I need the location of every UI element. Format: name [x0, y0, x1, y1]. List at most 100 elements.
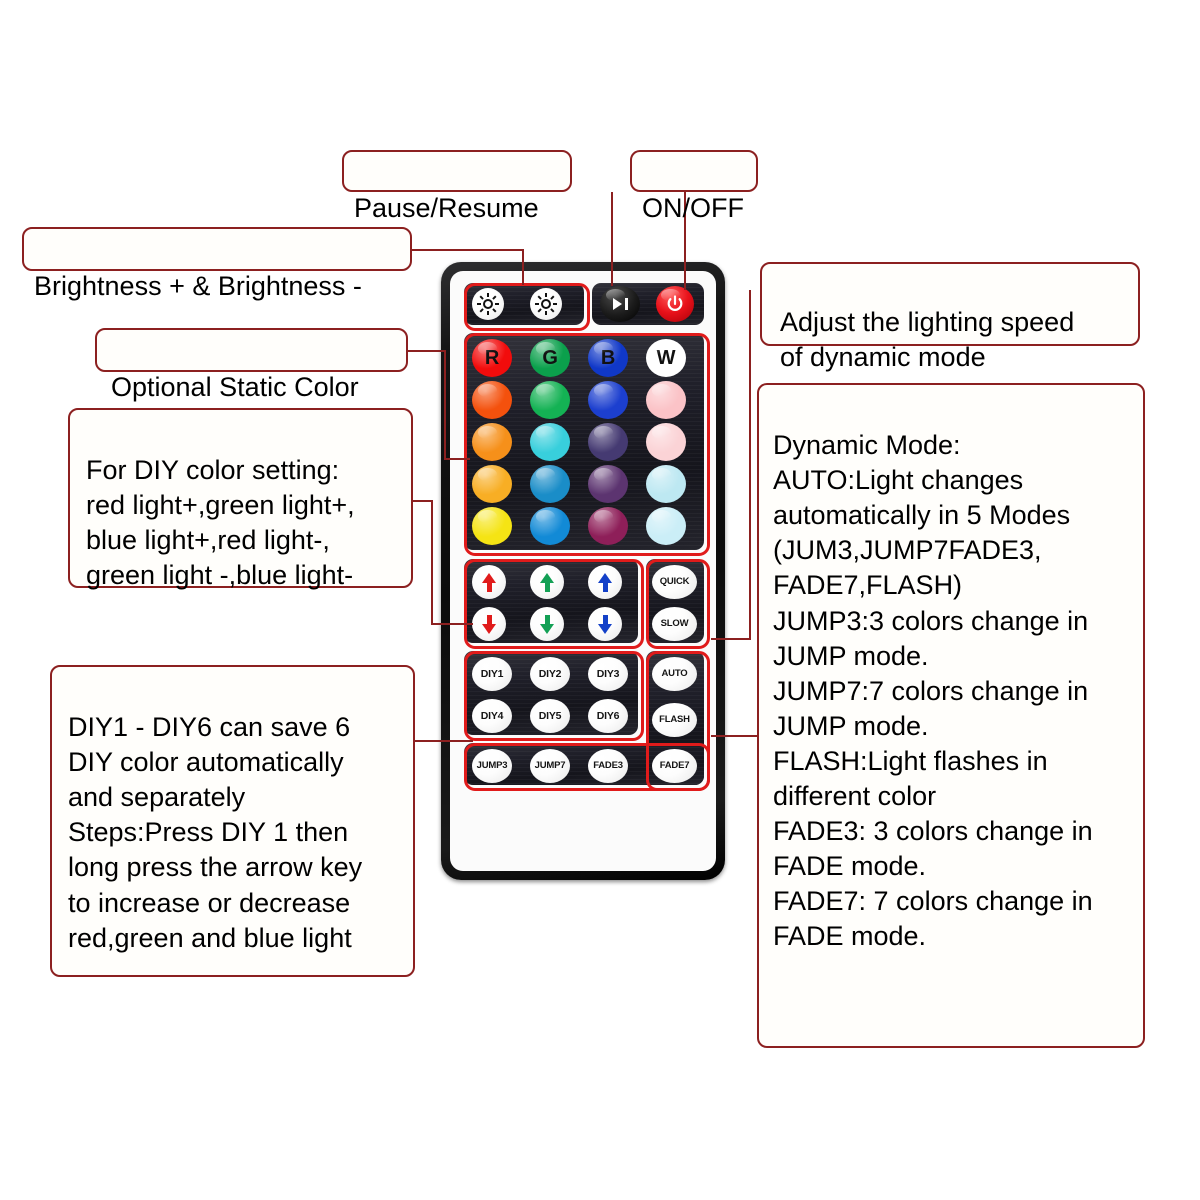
- connector-speed-h: [711, 638, 751, 640]
- color-button-label: R: [484, 347, 500, 369]
- mode-button-flash[interactable]: FLASH: [652, 703, 697, 737]
- play-pause-button[interactable]: [600, 286, 640, 322]
- callout-pause-resume: Pause/Resume: [342, 150, 572, 223]
- connector-brightness-v: [522, 249, 524, 285]
- callout-static-color: Optional Static Color: [95, 328, 408, 402]
- callout-on-off-text: ON/OFF: [642, 193, 744, 224]
- connector-dynamic-mode-h: [711, 735, 759, 737]
- arrow-button-red-down[interactable]: [472, 607, 506, 641]
- arrow-up-icon: [540, 572, 554, 592]
- diy-button-diy6[interactable]: DIY6: [588, 699, 628, 733]
- color-button-r4c4[interactable]: [646, 465, 686, 503]
- callout-diy-setting-text: For DIY color setting: red light+,green …: [86, 455, 355, 591]
- callout-diy-setting: For DIY color setting: red light+,green …: [68, 408, 413, 591]
- color-button-r4c1[interactable]: [472, 465, 512, 503]
- sun-up-icon: [477, 293, 499, 315]
- callout-on-off: ON/OFF: [630, 150, 758, 223]
- mode-button-fade7[interactable]: FADE7: [652, 749, 697, 783]
- callout-diy-save: DIY1 - DIY6 can save 6 DIY color automat…: [50, 665, 415, 977]
- arrow-button-blue-down[interactable]: [588, 607, 622, 641]
- callout-speed-text: Adjust the lighting speed of dynamic mod…: [780, 307, 1075, 373]
- connector-diy-setting-h: [413, 500, 433, 502]
- color-button-r5c1[interactable]: [472, 507, 512, 545]
- arrow-button-green-down[interactable]: [530, 607, 564, 641]
- mode-button-label: FADE7: [659, 760, 690, 772]
- arrow-button-red-up[interactable]: [472, 565, 506, 599]
- connector-diy-save-h: [415, 740, 473, 742]
- color-button-b[interactable]: B: [588, 339, 628, 377]
- color-button-r2c3[interactable]: [588, 381, 628, 419]
- diy-button-label: DIY6: [596, 709, 620, 722]
- color-button-g[interactable]: G: [530, 339, 570, 377]
- play-pause-icon: [612, 298, 628, 310]
- color-button-r5c2[interactable]: [530, 507, 570, 545]
- power-icon: [667, 295, 683, 311]
- color-button-label: G: [542, 347, 558, 369]
- mode-button-auto[interactable]: AUTO: [652, 657, 697, 691]
- color-button-r4c3[interactable]: [588, 465, 628, 503]
- color-button-r4c2[interactable]: [530, 465, 570, 503]
- color-button-label: B: [600, 347, 616, 369]
- brightness-up-button[interactable]: [472, 288, 504, 320]
- arrow-up-icon: [482, 572, 496, 592]
- connector-pause-resume: [611, 192, 613, 286]
- diy-button-label: DIY2: [538, 667, 562, 680]
- color-button-r2c1[interactable]: [472, 381, 512, 419]
- color-button-r2c2[interactable]: [530, 381, 570, 419]
- color-button-r5c3[interactable]: [588, 507, 628, 545]
- diy-button-label: DIY4: [480, 709, 504, 722]
- callout-brightness: Brightness + & Brightness -: [22, 227, 412, 301]
- diy-button-diy2[interactable]: DIY2: [530, 657, 570, 691]
- jump-button-fade3[interactable]: FADE3: [588, 749, 628, 783]
- speed-button-label: QUICK: [659, 576, 690, 588]
- callout-speed: Adjust the lighting speed of dynamic mod…: [760, 262, 1140, 372]
- color-button-r3c2[interactable]: [530, 423, 570, 461]
- jump-button-jump7[interactable]: JUMP7: [530, 749, 570, 783]
- power-button[interactable]: [656, 286, 694, 322]
- connector-brightness-h: [412, 249, 524, 251]
- diy-button-label: DIY1: [480, 667, 504, 680]
- connector-static-color-v: [444, 350, 446, 460]
- diy-button-label: DIY5: [538, 709, 562, 722]
- connector-on-off: [684, 192, 686, 290]
- speed-button-slow[interactable]: SLOW: [652, 607, 697, 641]
- brightness-down-button[interactable]: [530, 288, 562, 320]
- arrow-down-icon: [482, 614, 496, 634]
- arrow-down-icon: [598, 614, 612, 634]
- color-button-r2c4[interactable]: [646, 381, 686, 419]
- color-button-r3c3[interactable]: [588, 423, 628, 461]
- speed-button-label: SLOW: [660, 618, 689, 630]
- color-button-r5c4[interactable]: [646, 507, 686, 545]
- jump-button-label: FADE3: [593, 760, 623, 772]
- color-button-w[interactable]: W: [646, 339, 686, 377]
- sun-down-icon: [535, 293, 557, 315]
- color-button-r[interactable]: R: [472, 339, 512, 377]
- diy-button-diy5[interactable]: DIY5: [530, 699, 570, 733]
- arrow-button-green-up[interactable]: [530, 565, 564, 599]
- connector-diy-setting-v: [431, 500, 433, 625]
- color-button-r3c4[interactable]: [646, 423, 686, 461]
- diy-button-diy4[interactable]: DIY4: [472, 699, 512, 733]
- callout-dynamic-mode: Dynamic Mode: AUTO:Light changes automat…: [757, 383, 1145, 1048]
- diy-button-diy1[interactable]: DIY1: [472, 657, 512, 691]
- arrow-up-icon: [598, 572, 612, 592]
- diy-button-label: DIY3: [596, 667, 620, 680]
- connector-diy-setting-h2: [431, 623, 473, 625]
- connector-speed-v: [749, 290, 751, 640]
- mode-button-label: AUTO: [661, 668, 688, 680]
- jump-button-label: JUMP7: [534, 760, 566, 772]
- jump-button-label: JUMP3: [476, 760, 508, 772]
- connector-static-color-h: [408, 350, 446, 352]
- diy-button-diy3[interactable]: DIY3: [588, 657, 628, 691]
- callout-diy-save-text: DIY1 - DIY6 can save 6 DIY color automat…: [68, 712, 363, 953]
- color-button-r3c1[interactable]: [472, 423, 512, 461]
- arrow-button-blue-up[interactable]: [588, 565, 622, 599]
- speed-button-quick[interactable]: QUICK: [652, 565, 697, 599]
- jump-button-jump3[interactable]: JUMP3: [472, 749, 512, 783]
- callout-brightness-text: Brightness + & Brightness -: [34, 271, 362, 302]
- mode-button-label: FLASH: [659, 714, 690, 726]
- arrow-down-icon: [540, 614, 554, 634]
- connector-static-color-h2: [444, 458, 470, 460]
